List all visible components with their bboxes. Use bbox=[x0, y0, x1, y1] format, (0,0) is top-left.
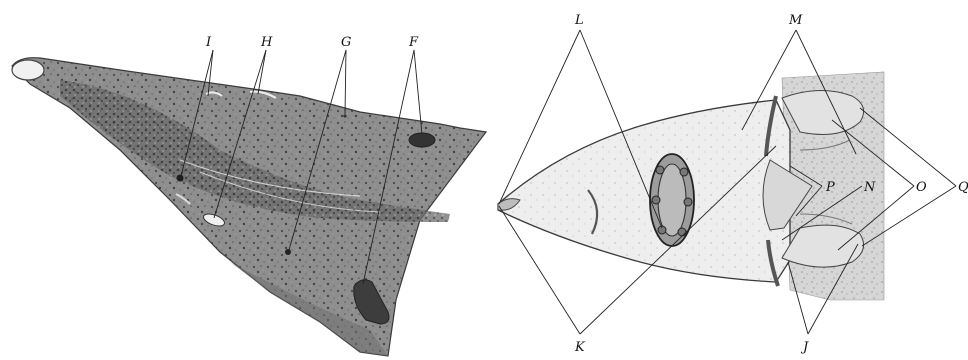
structure-i bbox=[177, 175, 184, 182]
label-j: J bbox=[800, 340, 809, 355]
label-q: Q bbox=[958, 180, 968, 195]
label-n: N bbox=[863, 180, 876, 195]
left-tip bbox=[12, 60, 44, 80]
label-l: L bbox=[574, 13, 584, 28]
label-i: I bbox=[205, 35, 212, 50]
label-g: G bbox=[341, 35, 351, 50]
label-f: F bbox=[408, 35, 419, 50]
structure-g-point bbox=[285, 249, 291, 255]
label-k: K bbox=[574, 340, 586, 355]
label-o: O bbox=[916, 180, 927, 195]
structure-f-upper bbox=[409, 133, 435, 147]
label-m: M bbox=[788, 13, 803, 28]
right-cone-body bbox=[498, 100, 790, 282]
label-h: H bbox=[260, 35, 273, 50]
label-p: P bbox=[825, 180, 835, 195]
left-panel-specimen bbox=[12, 58, 486, 356]
